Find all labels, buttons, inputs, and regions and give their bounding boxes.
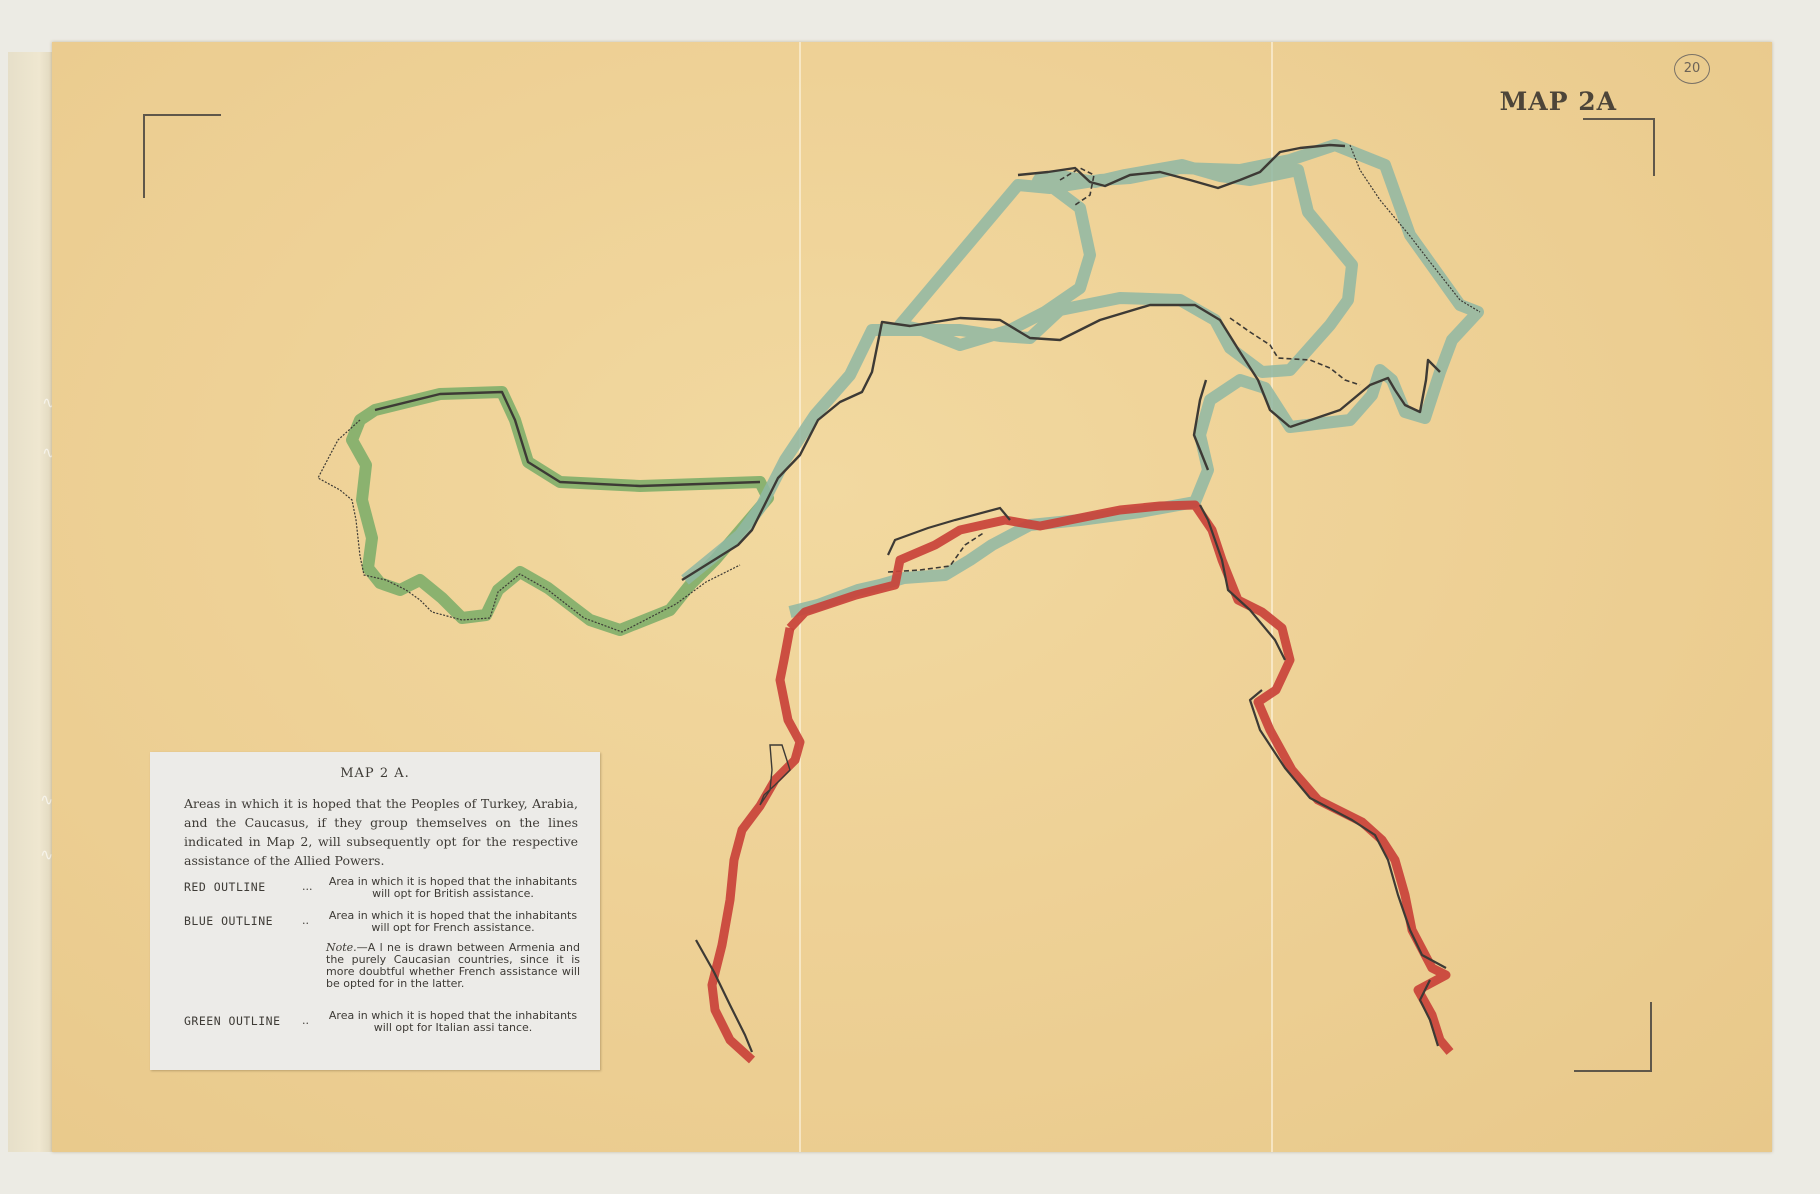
binding-stitch: ∿ [40, 845, 54, 864]
legend-text-red: Area in which it is hoped that the inhab… [328, 875, 578, 900]
legend-leader: .. [302, 1014, 309, 1027]
map-legend: MAP 2 A. Areas in which it is hoped that… [150, 752, 600, 1070]
legend-leader: ... [302, 880, 313, 893]
blue-dashed-upper-border [1059, 167, 1095, 206]
legend-note: Note.—A l ne is drawn between Armenia an… [326, 942, 580, 990]
blue-dashed-lower-border [887, 531, 986, 573]
legend-text-green: Area in which it is hoped that the inhab… [328, 1009, 578, 1034]
green-outline-band [346, 386, 774, 636]
legend-leader: .. [302, 914, 309, 927]
page-number-stamp: 20 [1674, 54, 1710, 84]
blue-north-coast-border [1017, 143, 1346, 190]
legend-description: Areas in which it is hoped that the Peop… [184, 796, 578, 868]
red-outline-band [786, 500, 1454, 1055]
legend-note-text: A l ne is drawn between Armenia and the … [326, 941, 580, 990]
legend-title: MAP 2 A. [340, 766, 410, 781]
crop-mark-top-left [143, 114, 221, 198]
armenia-caucasus-dividing-line [1229, 317, 1361, 386]
legend-key-green: GREEN OUTLINE [184, 1014, 281, 1028]
crop-mark-bottom-right [1574, 1002, 1652, 1072]
red-west-band [707, 627, 805, 1064]
blue-outline-band [681, 139, 1484, 618]
red-outline-border [1199, 504, 1447, 1047]
blue-sea-edge [1349, 144, 1481, 313]
red-gulf-edge [759, 744, 791, 806]
legend-key-blue: BLUE OUTLINE [184, 914, 274, 928]
green-outline-border [374, 390, 761, 488]
binding-stitch: ∿ [40, 790, 54, 809]
legend-text-blue: Area in which it is hoped that the inhab… [328, 909, 578, 934]
map-title: MAP 2A [1499, 87, 1617, 116]
green-coast-edge [317, 419, 741, 633]
paper-fold [1271, 42, 1273, 1152]
red-north-stitch-border [887, 506, 1011, 556]
crop-mark-top-right [1583, 118, 1655, 176]
paper-fold [799, 42, 801, 1152]
legend-note-label: Note.— [326, 941, 368, 954]
legend-key-red: RED OUTLINE [184, 880, 266, 894]
red-west-border [695, 939, 754, 1053]
blue-outline-border [681, 303, 1441, 582]
